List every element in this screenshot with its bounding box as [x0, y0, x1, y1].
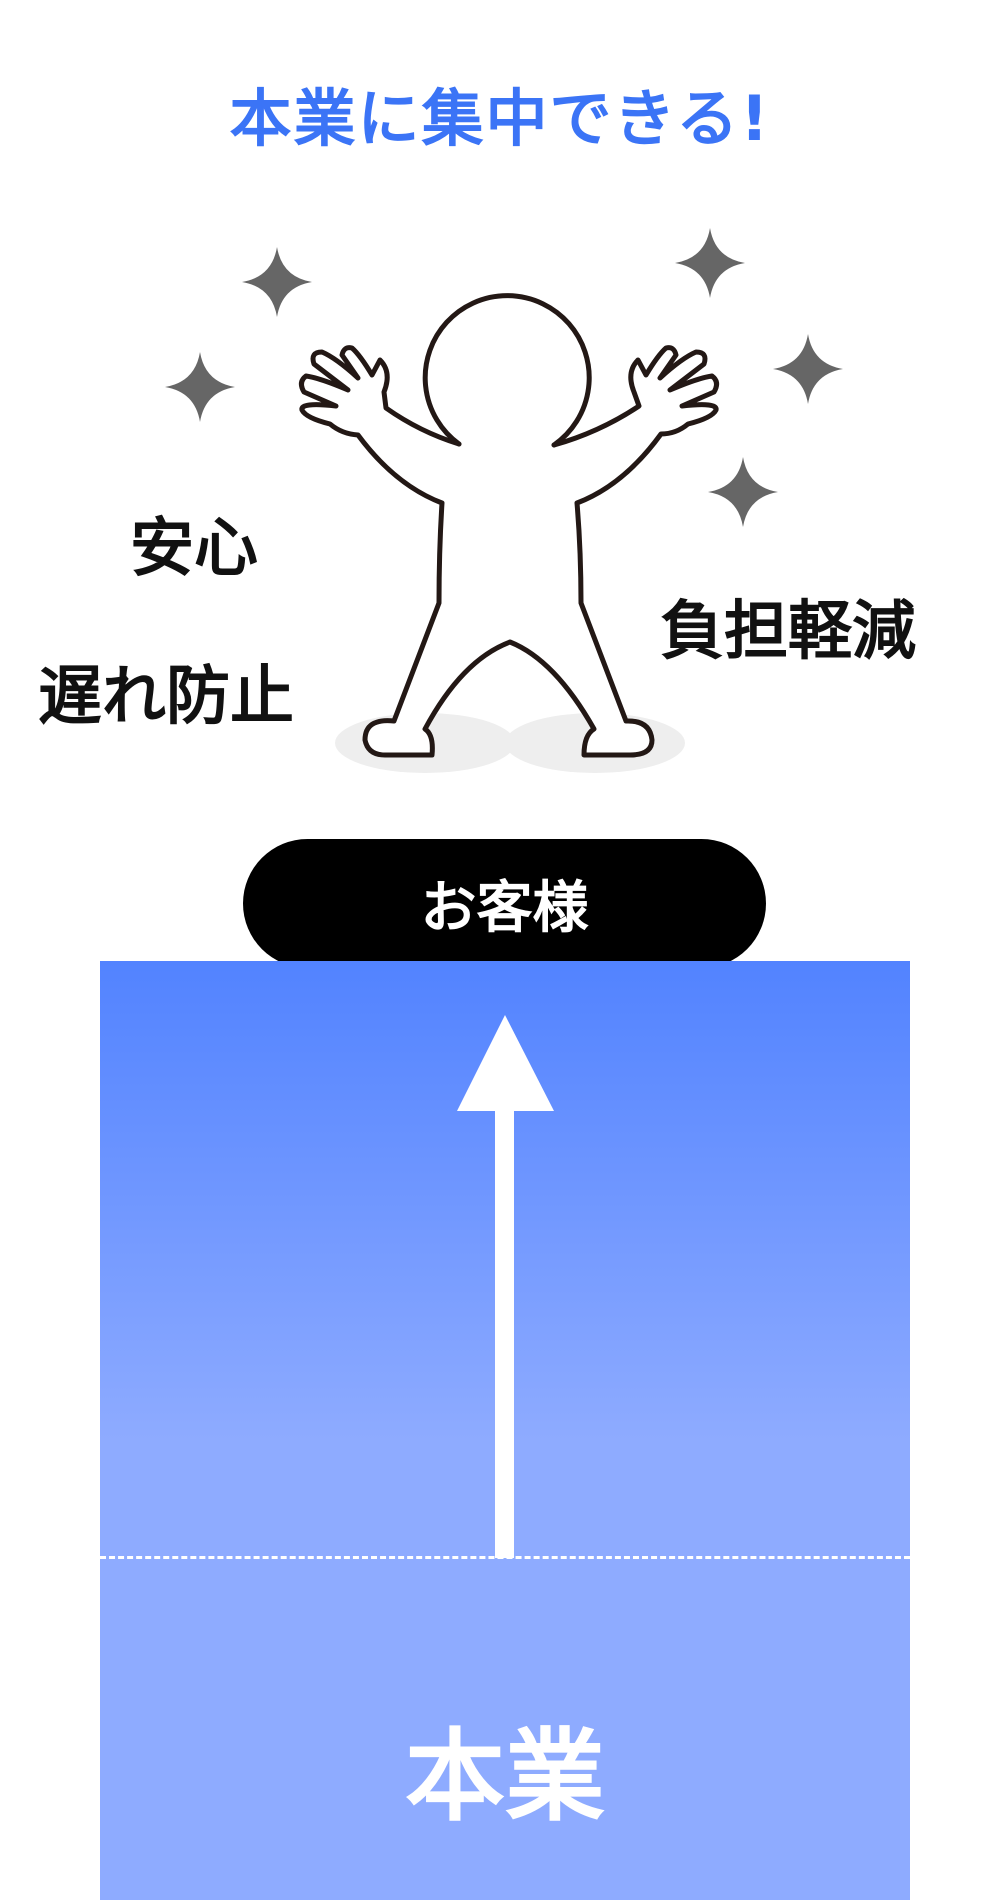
illustration — [165, 228, 843, 773]
sparkle-icon — [773, 334, 843, 404]
sparkle-icon — [675, 228, 745, 298]
up-arrow-icon — [457, 1015, 554, 1558]
benefit-delay-prevention: 遅れ防止 — [38, 660, 294, 734]
customer-badge: お客様 — [243, 839, 766, 968]
sparkle-icon — [708, 457, 778, 527]
sparkle-icon — [242, 247, 312, 317]
dashed-divider — [100, 1556, 910, 1559]
person-figure — [298, 289, 720, 758]
benefit-peace-of-mind: 安心 — [130, 512, 258, 586]
headline: 本業に集中できる! — [229, 82, 771, 155]
core-business-label: 本業 — [405, 1718, 605, 1835]
benefit-burden-reduction: 負担軽減 — [660, 595, 916, 669]
sparkle-icon — [165, 352, 235, 422]
sparkle-icons — [165, 228, 843, 527]
customer-label: お客様 — [420, 876, 589, 941]
